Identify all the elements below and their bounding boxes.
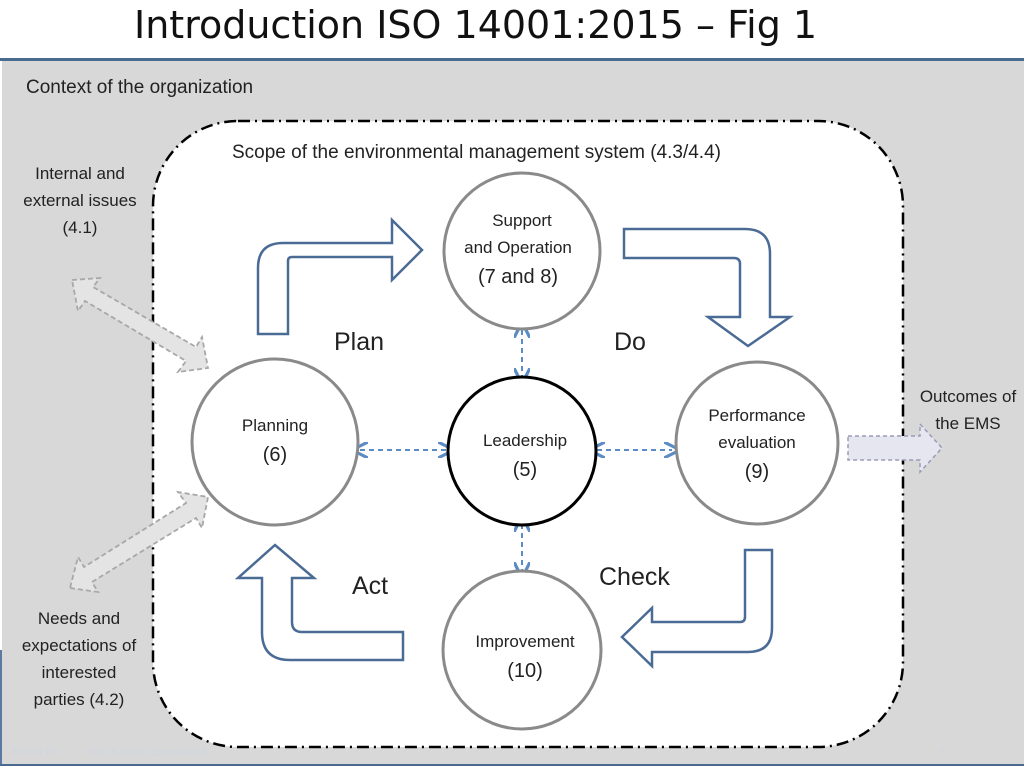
do-arrow — [622, 227, 795, 348]
footer-divider — [0, 764, 1024, 766]
svg-text:interested: interested — [42, 663, 117, 682]
check-arrow — [620, 548, 774, 669]
svg-text:and Operation: and Operation — [464, 238, 572, 257]
outcomes-arrow — [847, 422, 944, 474]
outcomes-label: Outcomes of the EMS — [920, 387, 1017, 433]
issues-input-arrow — [70, 276, 210, 374]
title-divider — [0, 58, 1024, 61]
svg-text:parties (4.2): parties (4.2) — [34, 690, 125, 709]
phase-check-label: Check — [599, 563, 670, 591]
slide-title: Introduction ISO 14001:2015 – Fig 1 — [134, 3, 818, 47]
svg-text:expectations of: expectations of — [22, 636, 137, 655]
svg-text:(10): (10) — [507, 660, 543, 682]
svg-text:Outcomes of: Outcomes of — [920, 387, 1017, 406]
phase-act-label: Act — [352, 572, 388, 600]
phase-plan-label: Plan — [334, 328, 384, 356]
svg-text:(6): (6) — [263, 444, 287, 466]
svg-text:Performance: Performance — [708, 406, 805, 425]
svg-text:(7 and 8): (7 and 8) — [478, 266, 558, 288]
svg-text:external issues: external issues — [23, 191, 136, 210]
svg-text:(9): (9) — [745, 461, 769, 483]
act-arrow — [234, 543, 405, 662]
node-planning: Planning (6) — [190, 357, 360, 527]
svg-text:the EMS: the EMS — [935, 414, 1000, 433]
node-performance-evaluation: Performance evaluation (9) — [674, 360, 840, 526]
page-number: 6 — [940, 746, 946, 756]
needs-input-arrow — [68, 490, 210, 594]
node-improvement: Improvement (10) — [441, 569, 603, 731]
internal-external-issues-label: Internal and external issues (4.1) — [23, 164, 136, 237]
svg-text:(4.1): (4.1) — [63, 218, 98, 237]
needs-expectations-label: Needs and expectations of interested par… — [22, 609, 137, 709]
svg-text:evaluation: evaluation — [718, 433, 796, 452]
node-leadership: Leadership (5) — [446, 375, 598, 527]
footer-date: 2014-01-23 — [10, 746, 57, 756]
svg-text:Support: Support — [492, 211, 552, 230]
left-accent-bar — [0, 650, 2, 765]
svg-text:Needs and: Needs and — [38, 609, 120, 628]
svg-text:(5): (5) — [513, 459, 537, 481]
phase-do-label: Do — [614, 328, 646, 356]
scope-label: Scope of the environmental management sy… — [232, 142, 721, 163]
leadership-connectors — [360, 330, 672, 570]
svg-text:Improvement: Improvement — [475, 632, 574, 651]
node-support-operation: Support and Operation (7 and 8) — [442, 171, 602, 331]
plan-arrow — [256, 216, 424, 336]
svg-text:Internal and: Internal and — [35, 164, 125, 183]
svg-text:Planning: Planning — [242, 416, 308, 435]
footer-author: Willy Karlsson, Eventsees AB — [90, 747, 208, 757]
context-label: Context of the organization — [26, 77, 253, 98]
svg-text:Leadership: Leadership — [483, 431, 567, 450]
